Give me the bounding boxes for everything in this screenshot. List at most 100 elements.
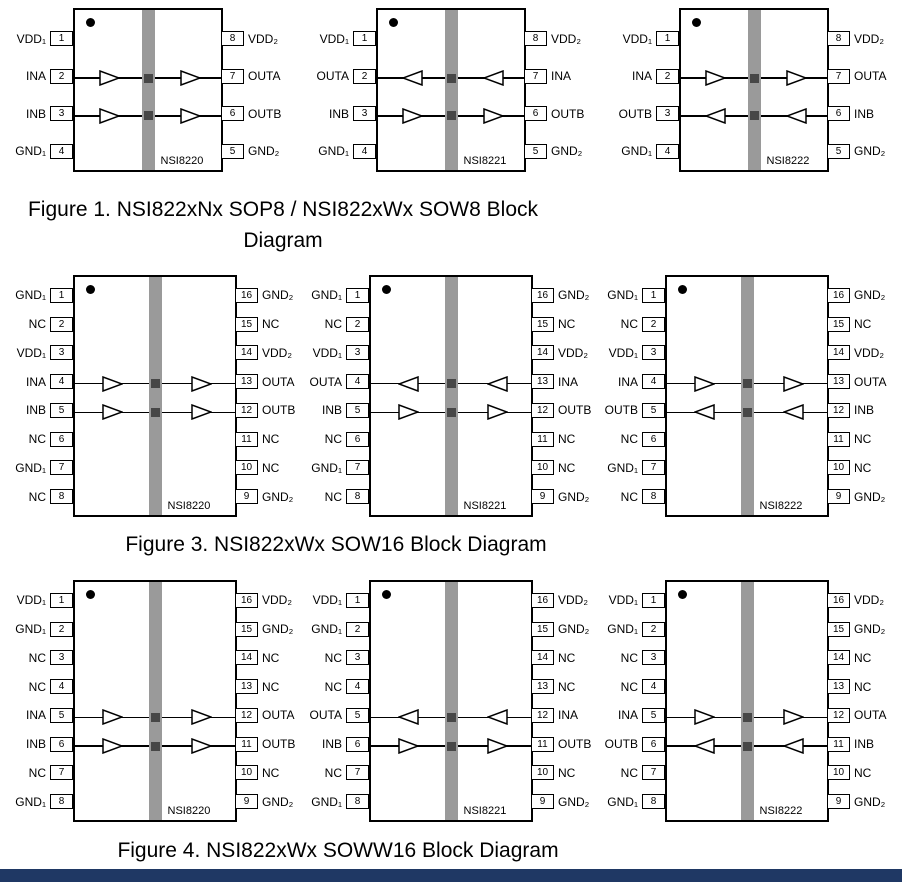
- pin-number-box: 15: [235, 621, 258, 637]
- pin-label: NC: [324, 432, 342, 447]
- pin-number-box: 1: [353, 31, 376, 47]
- pin-label: NC: [854, 432, 872, 447]
- pin1-marker-dot: [678, 285, 687, 294]
- pin-label: GND₂: [248, 144, 280, 159]
- buffer-amplifier-right-icon: [191, 404, 213, 421]
- pin-label: GND₂: [854, 794, 886, 809]
- pin-label: NC: [28, 679, 46, 694]
- pin-number-box: 8: [50, 489, 73, 505]
- isolation-capacitor-icon: [446, 111, 456, 121]
- pin-number-box: 11: [531, 736, 554, 752]
- pin-number-box: 6: [50, 736, 73, 752]
- pin-label: INB: [25, 737, 46, 752]
- pin-label: OUTB: [551, 106, 585, 121]
- pin-number-box: 9: [531, 794, 554, 810]
- pin-label: NC: [620, 432, 638, 447]
- pin-label: GND₁: [15, 622, 46, 637]
- buffer-amplifier-right-icon: [402, 107, 424, 124]
- pin-number-box: 5: [642, 707, 665, 723]
- pin-label: NC: [558, 679, 576, 694]
- pin-number-box: 6: [642, 431, 665, 447]
- pin-number-box: 6: [642, 736, 665, 752]
- isolation-capacitor-icon: [749, 111, 759, 121]
- pin-number-box: 2: [642, 316, 665, 332]
- pin-number-box: 9: [235, 489, 258, 505]
- pin-label: OUTA: [854, 374, 887, 389]
- pin-number-box: 9: [235, 794, 258, 810]
- pin-number-box: 10: [531, 460, 554, 476]
- pin-label: GND₁: [15, 288, 46, 303]
- pin-number-box: 7: [642, 765, 665, 781]
- pin-number-box: 1: [50, 31, 73, 47]
- isolation-capacitor-icon: [446, 741, 456, 751]
- pin-number-box: 14: [531, 650, 554, 666]
- isolation-barrier: [148, 582, 162, 820]
- pin-label: NC: [620, 489, 638, 504]
- footer-bar: [0, 869, 902, 882]
- buffer-amplifier-right-icon: [694, 375, 717, 392]
- pin-number-box: 7: [524, 68, 547, 84]
- pin-number-box: 16: [235, 592, 258, 608]
- isolation-capacitor-icon: [446, 407, 456, 417]
- pin-label: INB: [854, 403, 875, 418]
- pin-label: NC: [558, 432, 576, 447]
- pin-number-box: 8: [50, 794, 73, 810]
- pin-label: GND₁: [15, 144, 46, 159]
- buffer-amplifier-left-icon: [693, 738, 715, 755]
- pin1-marker-dot: [678, 590, 687, 599]
- pin-label: OUTA: [309, 374, 342, 389]
- pin-number-box: 3: [346, 345, 369, 361]
- pin-number-box: 3: [656, 106, 679, 122]
- pin-number-box: 4: [346, 679, 369, 695]
- pin-number-box: 5: [50, 402, 73, 418]
- pin-number-box: 9: [531, 489, 554, 505]
- pin-label: VDD₂: [854, 345, 884, 360]
- pin-label: NC: [28, 650, 46, 665]
- buffer-amplifier-left-icon: [485, 709, 508, 726]
- pin-label: INA: [25, 69, 46, 84]
- pin-number-box: 5: [346, 402, 369, 418]
- pin-label: VDD₁: [16, 345, 46, 360]
- pin-number-box: 13: [531, 679, 554, 695]
- chip-name-label: NSI8220: [167, 500, 211, 512]
- pin-label: OUTB: [262, 737, 296, 752]
- pin-label: NC: [262, 432, 280, 447]
- pin-number-box: 3: [50, 345, 73, 361]
- buffer-amplifier-right-icon: [694, 709, 717, 726]
- pin-label: GND₁: [15, 794, 46, 809]
- pin-number-box: 12: [827, 707, 850, 723]
- pin-number-box: 4: [50, 374, 73, 390]
- pin-number-box: 5: [346, 707, 369, 723]
- pin-number-box: 8: [221, 31, 244, 47]
- pin-number-box: 2: [346, 316, 369, 332]
- chip-name-label: NSI8220: [160, 155, 204, 167]
- pin-label: OUTA: [262, 374, 295, 389]
- chip-name-label: NSI8222: [759, 805, 803, 817]
- pin-label: OUTB: [262, 403, 296, 418]
- pin-number-box: 3: [642, 650, 665, 666]
- pin-label: GND₂: [262, 489, 294, 504]
- pin-number-box: 8: [346, 794, 369, 810]
- pin-label: INA: [551, 69, 572, 84]
- buffer-amplifier-left-icon: [397, 709, 419, 726]
- pin-label: GND₂: [854, 144, 886, 159]
- pin-number-box: 1: [346, 287, 369, 303]
- pin-label: INB: [854, 737, 875, 752]
- pin-label: OUTB: [618, 106, 652, 121]
- pin-number-box: 4: [50, 143, 73, 159]
- pin-number-box: 4: [346, 374, 369, 390]
- pin-number-box: 6: [346, 736, 369, 752]
- pin-number-box: 1: [50, 287, 73, 303]
- buffer-amplifier-right-icon: [102, 375, 125, 392]
- pin-number-box: 8: [524, 31, 547, 47]
- buffer-amplifier-right-icon: [99, 70, 121, 87]
- pin-number-box: 6: [827, 106, 850, 122]
- isolation-barrier: [444, 277, 458, 515]
- pin-number-box: 16: [531, 592, 554, 608]
- pin-label: INA: [558, 708, 579, 723]
- pin-label: VDD₂: [551, 31, 581, 46]
- chip-body: NSI8221: [376, 8, 526, 172]
- pin-label: GND₂: [262, 794, 294, 809]
